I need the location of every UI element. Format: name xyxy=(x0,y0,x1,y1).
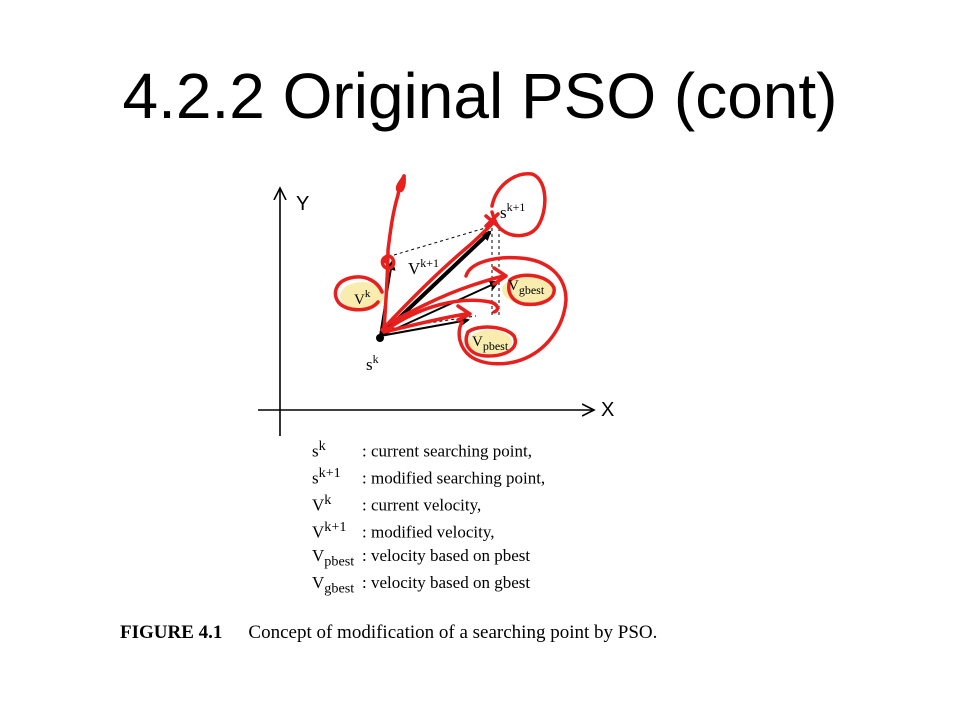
highlights xyxy=(340,276,554,354)
legend-text: : current velocity, xyxy=(362,495,482,515)
label-sk1: sk+1 xyxy=(500,200,525,222)
guide-top xyxy=(393,225,493,256)
red-stroke-top-hook xyxy=(395,174,406,193)
highlight-vpbest xyxy=(468,330,512,354)
red-arrowhead-gbest xyxy=(492,266,508,286)
legend-row: sk+1 : modified searching point, xyxy=(312,465,545,492)
legend-text: : modified velocity, xyxy=(362,522,495,542)
legend-row: sk : current searching point, xyxy=(312,438,545,465)
legend-text: : current searching point, xyxy=(362,441,532,461)
axes xyxy=(258,188,594,436)
legend-row: Vk : current velocity, xyxy=(312,492,545,519)
legend-text: : modified searching point, xyxy=(362,468,546,488)
vector-vpbest xyxy=(379,316,470,337)
red-stroke-gbest xyxy=(382,274,506,328)
legend-symbol: Vpbest xyxy=(312,546,355,570)
legend-row: Vk+1 : modified velocity, xyxy=(312,519,545,546)
label-sk: sk xyxy=(366,352,379,374)
red-circle-sk1 xyxy=(490,172,547,238)
label-vk1: Vk+1 xyxy=(408,256,439,278)
red-circle-vpbest-label xyxy=(464,325,518,358)
red-annotations xyxy=(333,172,568,366)
legend-text: : velocity based on pbest xyxy=(362,546,531,565)
red-arrowhead-pbest xyxy=(456,304,472,322)
axis-x-label: X xyxy=(601,399,614,421)
legend-symbol: Vgbest xyxy=(312,573,355,597)
red-stroke-pbest xyxy=(382,312,468,334)
slide-title: 4.2.2 Original PSO (cont) xyxy=(122,60,838,132)
red-stroke-vk1 xyxy=(380,220,496,332)
red-circle-gbest xyxy=(457,255,568,366)
diagram-labels: Y X sk+1 Vk+1 Vk Vgbest Vpbest sk xyxy=(296,193,614,421)
highlight-vk xyxy=(340,282,384,310)
figure-caption: FIGURE 4.1 Concept of modification of a s… xyxy=(120,622,657,644)
red-stroke-arc xyxy=(384,298,500,332)
red-dot-vk xyxy=(380,254,396,271)
legend: sk : current searching point, sk+1 : modif… xyxy=(312,438,545,600)
legend-symbol: Vk xyxy=(312,492,332,515)
highlight-vgbest xyxy=(502,276,554,304)
figure-caption-text: Concept of modification of a searching p… xyxy=(248,622,658,643)
legend-symbol: sk xyxy=(312,438,326,461)
label-vk: Vk xyxy=(354,288,371,308)
current-point xyxy=(376,334,384,342)
red-circle-vgbest-label xyxy=(507,273,556,307)
legend-text: : velocity based on gbest xyxy=(362,573,531,592)
legend-symbol: Vk+1 xyxy=(312,519,347,542)
legend-symbol: sk+1 xyxy=(312,465,341,488)
legend-row: Vpbest : velocity based on pbest xyxy=(312,546,545,573)
red-circle-vk xyxy=(333,275,384,312)
label-vgbest: Vgbest xyxy=(508,278,545,297)
label-vpbest: Vpbest xyxy=(472,334,509,353)
figure-label: FIGURE 4.1 xyxy=(120,622,223,643)
legend-row: Vgbest : velocity based on gbest xyxy=(312,573,545,600)
axis-y-label: Y xyxy=(296,193,309,215)
